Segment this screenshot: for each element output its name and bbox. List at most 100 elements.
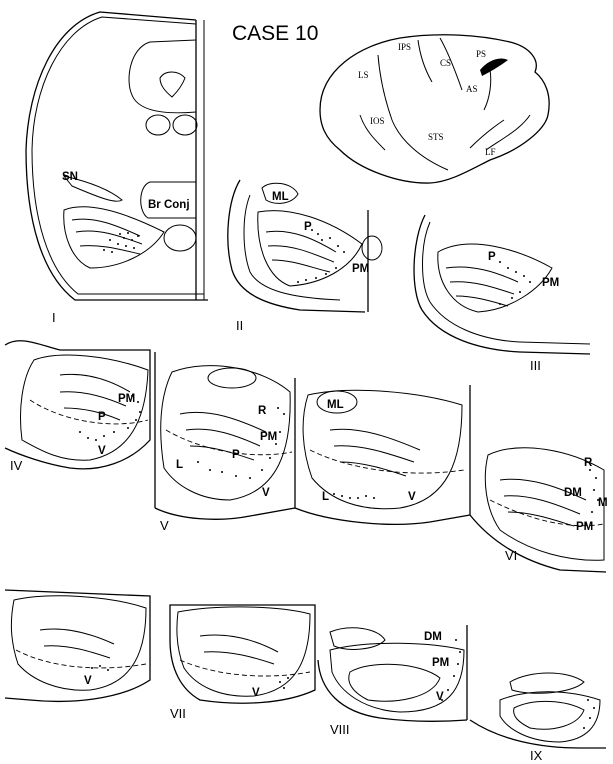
section-VII-left-bundle-1 bbox=[39, 628, 115, 645]
section-IV-bundle-3 bbox=[63, 407, 121, 421]
section-VI-outline bbox=[469, 514, 607, 573]
section-VII-right-bundle-2 bbox=[203, 651, 275, 665]
temporal-pole-line bbox=[485, 114, 531, 151]
section-III-outline bbox=[413, 214, 591, 355]
section-II-label-dots bbox=[297, 229, 345, 283]
intraparietal-sulcus bbox=[417, 39, 433, 83]
label-V: V bbox=[408, 491, 416, 503]
section-I: SN Br Conj I bbox=[25, 11, 208, 325]
section-VII-left-bundle-2 bbox=[43, 645, 111, 659]
section-III: P PM III bbox=[413, 214, 591, 373]
section-IV-label-dots bbox=[79, 395, 141, 441]
section-III-numeral: III bbox=[530, 358, 541, 373]
section-V-bundle-3 bbox=[189, 445, 255, 461]
section-VI-label-dots bbox=[585, 469, 599, 525]
decussation-shape bbox=[163, 224, 197, 252]
section-III-bundle-1 bbox=[445, 266, 519, 283]
section-I-numeral: I bbox=[52, 310, 56, 325]
label-PM: PM bbox=[432, 657, 449, 669]
section-VII-right-dashed bbox=[179, 659, 311, 677]
section-V-bottom bbox=[154, 507, 296, 520]
section-II-pontine bbox=[257, 210, 363, 287]
section-mid-bundle-2 bbox=[333, 445, 415, 463]
label-PM: PM bbox=[352, 263, 369, 275]
sulcus-label-AS: AS bbox=[466, 84, 478, 94]
label-P: P bbox=[232, 449, 240, 461]
section-V-label-dots bbox=[197, 407, 285, 479]
section-III-pontine bbox=[437, 243, 553, 313]
label-V-left: V bbox=[84, 675, 92, 687]
label-DM: DM bbox=[564, 487, 582, 499]
sulcus-label-IPS: IPS bbox=[398, 42, 411, 52]
section-V-bundle-2 bbox=[185, 428, 261, 447]
sulcus-label-LF: LF bbox=[485, 147, 496, 157]
label-L: L bbox=[176, 459, 183, 471]
section-VII-right-bundle-1 bbox=[199, 634, 279, 653]
section-IV-bundle-2 bbox=[59, 391, 127, 407]
lateral-fissure bbox=[469, 119, 505, 149]
section-II-inner bbox=[243, 194, 341, 301]
label-L: L bbox=[322, 491, 329, 503]
section-IX-numeral: IX bbox=[530, 748, 543, 763]
principal-sulcus-lesion bbox=[480, 58, 508, 76]
section-VI: R DM M PM VI bbox=[469, 447, 608, 573]
section-VIII: DM PM V VIII bbox=[317, 625, 468, 737]
section-mid-ml-blob bbox=[316, 390, 358, 414]
section-VIII-outline bbox=[317, 659, 468, 722]
brachium-conjunctivum bbox=[140, 181, 196, 219]
superior-temporal-sulcus bbox=[391, 119, 449, 171]
label-PM: PM bbox=[118, 393, 135, 405]
section-II-bundle-3 bbox=[271, 259, 331, 273]
section-IX-oval bbox=[513, 700, 585, 730]
section-IV: PM P V IV bbox=[4, 340, 151, 473]
fiber-bundle-1 bbox=[71, 218, 141, 237]
label-R: R bbox=[584, 457, 593, 469]
section-II-bundle-1 bbox=[265, 230, 337, 253]
section-mid-bottom bbox=[294, 507, 471, 525]
section-VII: V V VII bbox=[4, 589, 316, 721]
label-DM: DM bbox=[424, 631, 442, 643]
section-VI-bundle-1 bbox=[499, 478, 587, 501]
label-V: V bbox=[98, 445, 106, 457]
section-VIII-inner bbox=[329, 642, 465, 713]
section-VIII-numeral: VIII bbox=[330, 722, 350, 737]
section-VII-left-outline bbox=[4, 589, 151, 703]
lunate-sulcus bbox=[377, 54, 393, 121]
section-ML-middle: ML L V bbox=[294, 385, 471, 525]
brain-lateral-view: IPS PS LS CS AS IOS STS LF bbox=[319, 34, 550, 184]
label-V-right: V bbox=[252, 687, 260, 699]
section-IV-bundle-1 bbox=[59, 373, 131, 393]
brain-outline bbox=[319, 34, 550, 184]
section-mid-dashed bbox=[309, 449, 465, 474]
section-I-outline bbox=[25, 11, 208, 301]
label-P: P bbox=[488, 251, 496, 263]
label-M: M bbox=[598, 497, 608, 509]
section-I-label-dots bbox=[103, 232, 139, 253]
section-V-bundle-1 bbox=[179, 411, 267, 433]
section-VII-label-dots bbox=[91, 665, 289, 689]
label-PM: PM bbox=[542, 277, 559, 289]
fiber-bundle-3 bbox=[79, 245, 141, 255]
section-V-numeral: V bbox=[160, 518, 169, 533]
pontine-nucleus-outline bbox=[63, 206, 165, 269]
label-ML: ML bbox=[272, 191, 289, 203]
section-VI-numeral: VI bbox=[505, 548, 517, 563]
section-II-numeral: II bbox=[236, 318, 243, 333]
sulcus-label-PS: PS bbox=[476, 49, 486, 59]
section-II-bundle-2 bbox=[267, 245, 335, 263]
label-PM: PM bbox=[576, 521, 593, 533]
section-II-knob bbox=[361, 235, 383, 261]
section-III-label-dots bbox=[499, 261, 531, 305]
section-III-bundle-2 bbox=[449, 281, 515, 295]
section-VI-inner bbox=[484, 447, 605, 561]
section-II-ml bbox=[261, 182, 299, 204]
section-IV-inner bbox=[20, 354, 149, 461]
label-R: R bbox=[258, 405, 267, 417]
label-SN: SN bbox=[62, 171, 78, 183]
section-IV-dashed bbox=[29, 399, 149, 425]
section-V: R PM P L V V bbox=[154, 352, 296, 533]
sulcus-label-IOS: IOS bbox=[370, 116, 385, 126]
label-Br-Conj: Br Conj bbox=[148, 199, 190, 211]
section-II-outline bbox=[227, 179, 366, 313]
